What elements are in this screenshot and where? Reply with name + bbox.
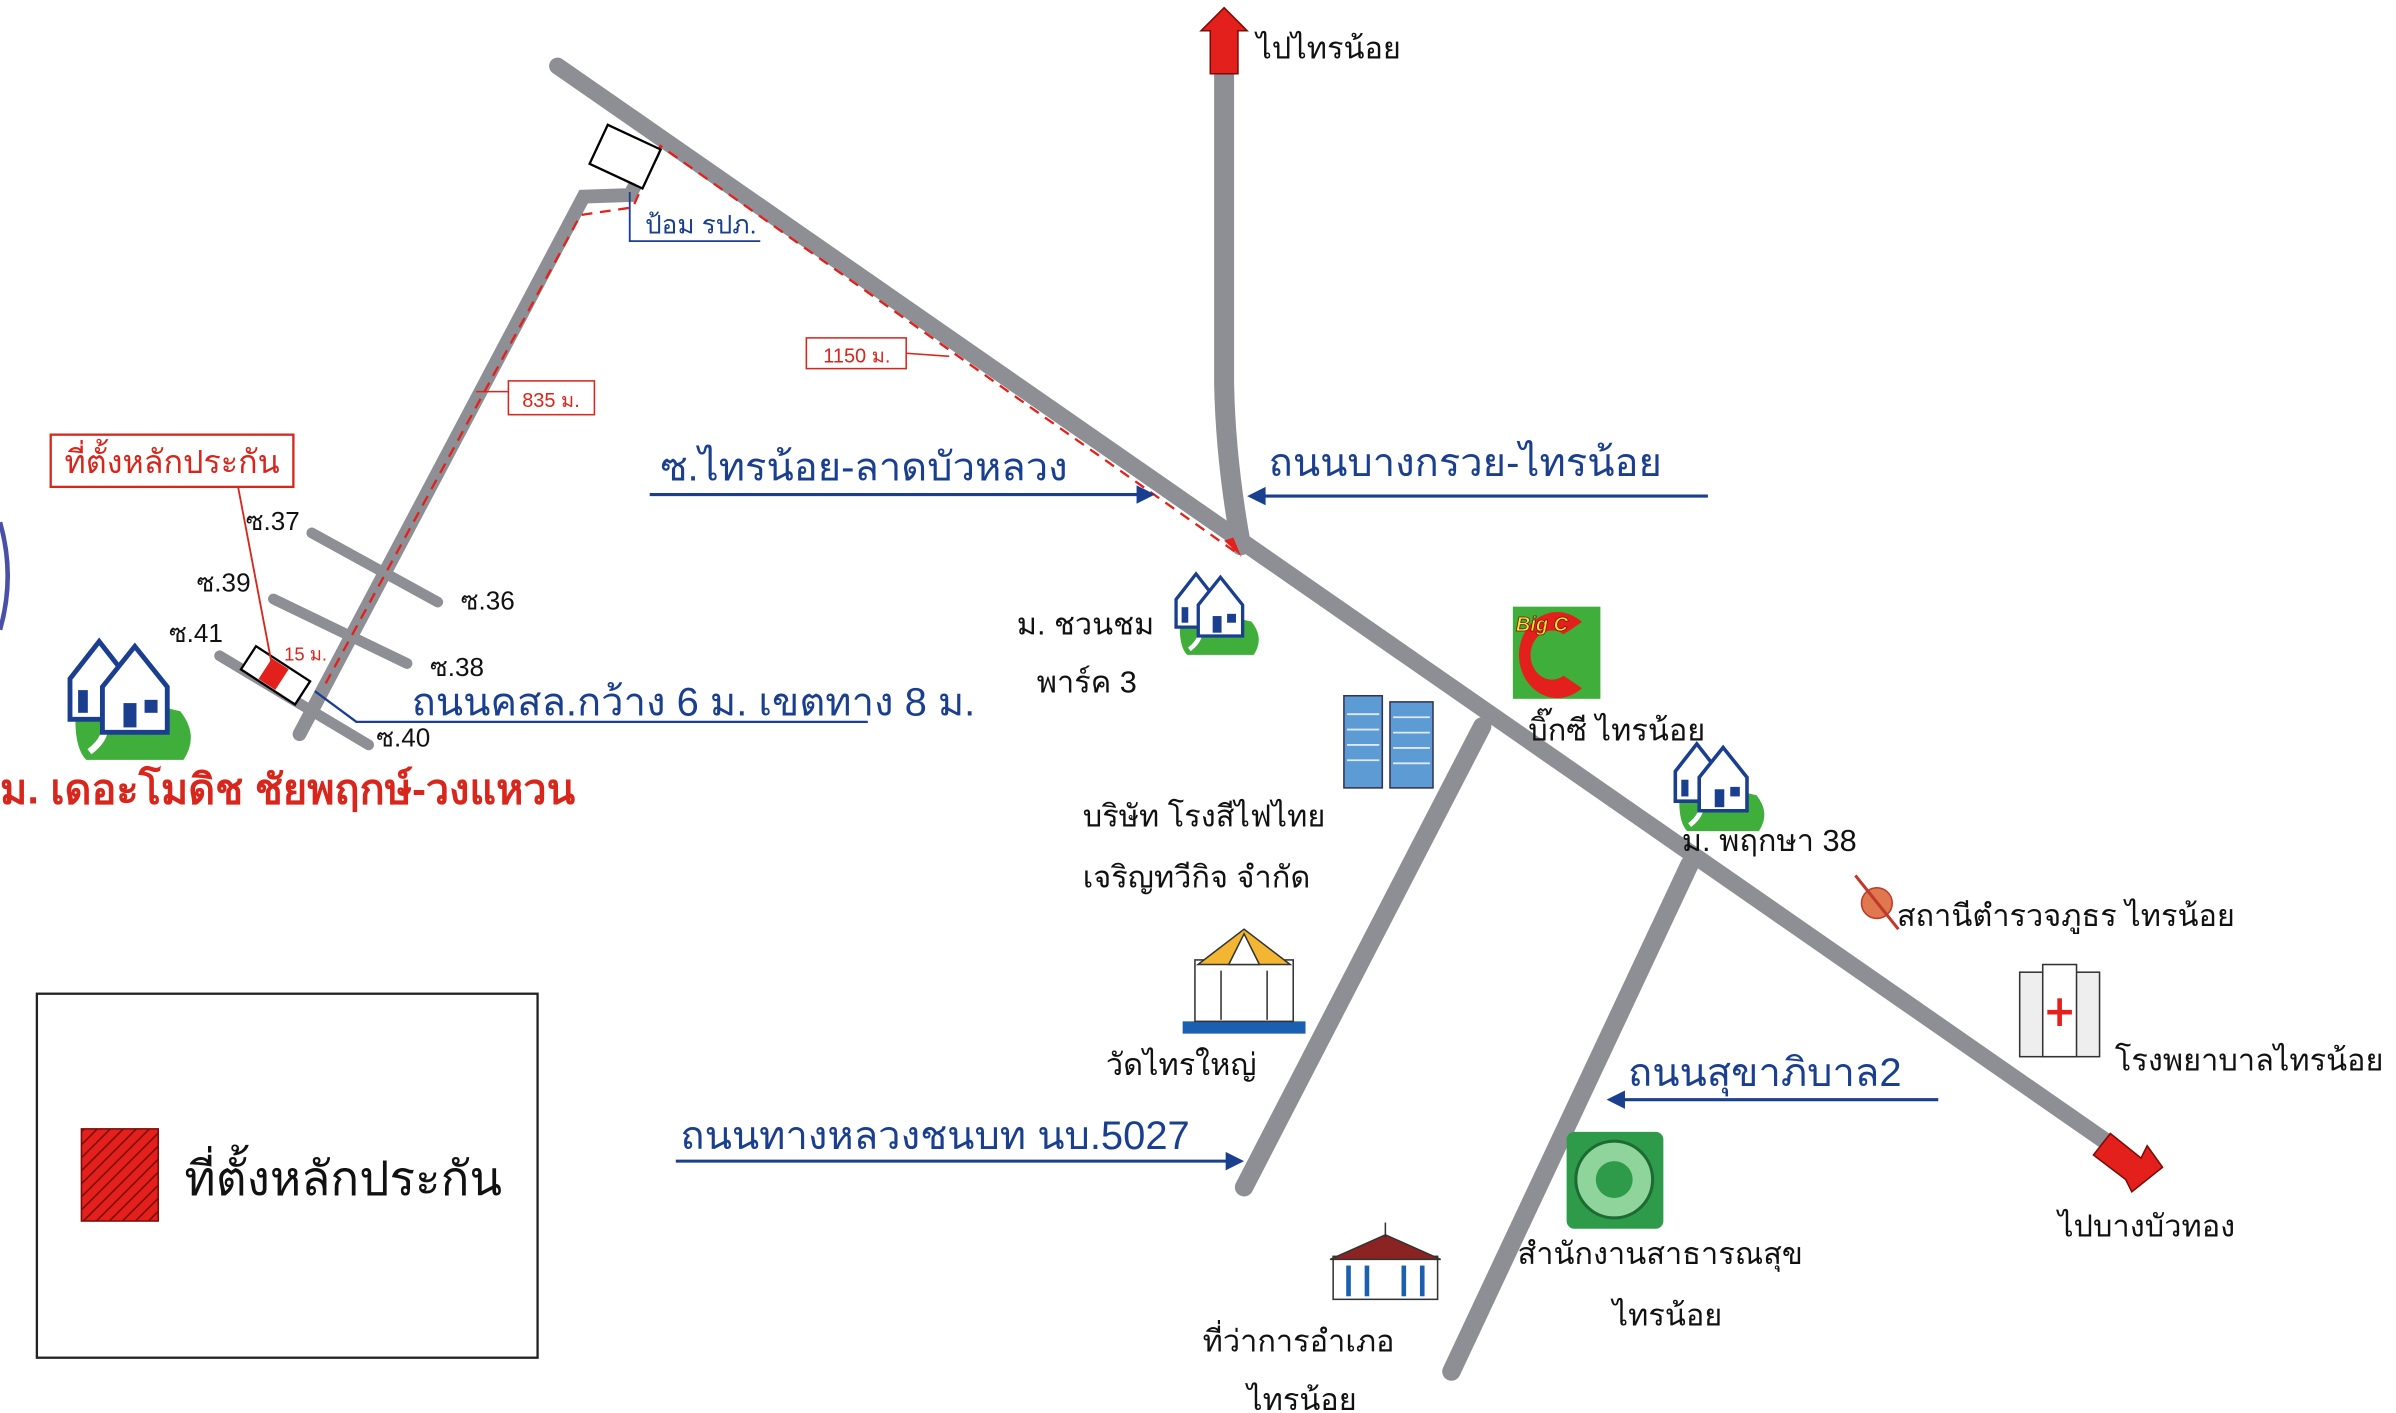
company-building-icon [1343,694,1434,789]
company-label-2: เจริญทวีกิจ จำกัด [1083,860,1311,895]
road-sukhaphiban-2 [1442,855,1699,1381]
road-label-soi-sainoi: ซ.ไทรน้อย-ลาดบัวหลวง [649,445,1155,504]
road-rural-5027 [1234,717,1492,1197]
bigc-logo-text: Big C [1516,614,1569,636]
district-office-label-2: ไทรน้อย [1244,1382,1357,1413]
soi-40-label: ซ.40 [376,722,430,752]
svg-text:ซ.ไทรน้อย-ลาดบัวหลวง: ซ.ไทรน้อย-ลาดบัวหลวง [660,445,1067,490]
village-chuanchom-house-icon [1176,574,1259,655]
village-chuanchom-label-1: ม. ชวนชม [1017,606,1154,641]
svg-text:ถนนคสล.กว้าง 6 ม. เขตทาง 8 ม.: ถนนคสล.กว้าง 6 ม. เขตทาง 8 ม. [412,681,976,725]
village-pruksa-house-icon [1675,744,1764,831]
village-chuanchom-label-2: พาร์ค 3 [1037,665,1137,700]
svg-text:ถนนบางกรวย-ไทรน้อย: ถนนบางกรวย-ไทรน้อย [1269,440,1662,485]
road-bangkruai-sainoi [1214,51,1251,556]
bigc-label: บิ๊กซี ไทรน้อย [1528,707,1705,747]
route-path [324,144,1242,685]
distance-835: 835 ม. [476,380,596,416]
health-office-seal-icon [1566,1131,1664,1229]
road-sainoi-ladbualuang [549,57,2125,1158]
svg-text:835 ม.: 835 ม. [522,390,580,412]
southeast-arrow-icon [2092,1132,2164,1194]
collateral-callout: ที่ตั้งหลักประกัน [49,433,295,673]
svg-text:ถนนสุขาภิบาล2: ถนนสุขาภิบาล2 [1628,1051,1902,1097]
hospital-icon [2018,963,2101,1058]
svg-text:1150 ม.: 1150 ม. [823,345,890,367]
svg-text:ถนนทางหลวงชนบท นบ.5027: ถนนทางหลวงชนบท นบ.5027 [680,1114,1189,1158]
road-soi-37-36 [306,527,444,608]
road-soi-39-38 [268,593,413,669]
bigc-logo-icon: Big C [1512,606,1601,699]
village-modish-house-icon [70,641,191,759]
hospital-label: โรงพยาบาลไทรน้อย [2115,1043,2384,1078]
district-office-label-1: ที่ว่าการอำเภอ [1203,1320,1395,1359]
edge-arc [0,521,10,631]
north-arrow-icon [1199,6,1250,75]
legend-collateral-label: ที่ตั้งหลักประกัน [184,1144,502,1206]
police-label: สถานีตำรวจภูธร ไทรน้อย [1897,898,2235,934]
road-label-bangkruai: ถนนบางกรวย-ไทรน้อย [1247,440,1708,506]
collateral-plot [239,644,312,707]
village-pruksa-label: ม. พฤกษา 38 [1682,823,1857,858]
soi-41-label: ซ.41 [169,618,223,648]
soi-36-label: ซ.36 [461,586,515,616]
health-office-label-2: ไทรน้อย [1610,1297,1723,1332]
road-concrete-soi [292,146,660,742]
road-label-rural-5027: ถนนทางหลวงชนบท นบ.5027 [675,1114,1245,1171]
temple-icon [1182,928,1306,1034]
distance-15: 15 ม. [284,643,327,664]
police-badge-icon [1854,874,1900,931]
company-label-1: บริษัท โรงสีไฟไทย [1083,798,1326,833]
soi-37-label: ซ.37 [246,506,300,536]
district-office-icon [1329,1222,1441,1301]
distance-1150: 1150 ม. [805,337,950,370]
route-arrow-icon [1224,537,1242,556]
health-office-label-1: สำนักงานสาธารณสุข [1517,1236,1802,1273]
road-label-sukhaphiban: ถนนสุขาภิบาล2 [1606,1051,1939,1109]
soi-39-label: ซ.39 [197,567,251,597]
guard-booth-label: ป้อม รปภ. [645,209,757,239]
svg-text:ที่ตั้งหลักประกัน: ที่ตั้งหลักประกัน [65,438,280,480]
legend-collateral-swatch [80,1128,159,1222]
temple-label: วัดไทรใหญ่ [1106,1047,1257,1082]
direction-southeast-label: ไปบางบัวทอง [2055,1208,2235,1243]
soi-38-label: ซ.38 [430,652,484,682]
guard-booth: ป้อม รปภ. [588,123,761,243]
road-label-concrete: ถนนคสล.กว้าง 6 ม. เขตทาง 8 ม. [314,681,976,725]
direction-north-label: ไปไทรน้อย [1253,30,1401,65]
village-modish-label: ม. เดอะโมดิช ชัยพฤกษ์-วงแหวน [0,764,575,812]
legend: ที่ตั้งหลักประกัน [35,992,539,1359]
